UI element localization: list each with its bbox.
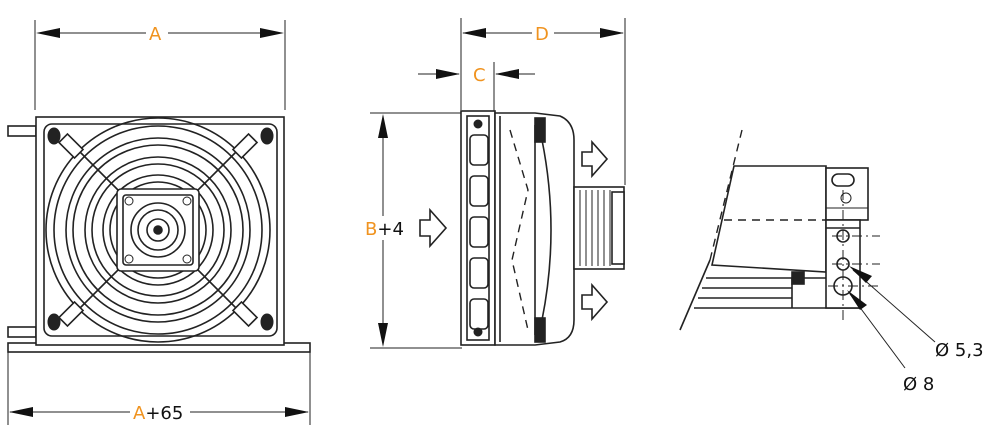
fan-guard <box>45 117 271 343</box>
cooler-core <box>460 110 496 346</box>
label-a-suffix: +65 <box>145 403 183 424</box>
motor-hub <box>116 188 200 272</box>
detail-view <box>679 129 936 369</box>
label-c: C <box>473 65 486 86</box>
label-d: D <box>535 24 549 45</box>
airflow-out-top-icon <box>581 139 609 179</box>
label-b-letter: B <box>365 219 377 240</box>
side-view <box>370 18 626 349</box>
label-b-suffix: +4 <box>377 219 404 240</box>
airflow-in-icon <box>419 207 448 249</box>
front-view <box>7 20 311 425</box>
label-a-letter: A <box>133 403 146 424</box>
bracket <box>825 167 869 221</box>
label-a: A <box>149 24 162 45</box>
label-dia-5-3: Ø 5,3 <box>935 340 984 361</box>
label-b-plus-4: B+4 <box>365 219 404 240</box>
label-a-plus-65: A+65 <box>133 403 183 424</box>
airflow-out-bottom-icon <box>581 282 609 322</box>
label-dia-8: Ø 8 <box>903 374 934 395</box>
